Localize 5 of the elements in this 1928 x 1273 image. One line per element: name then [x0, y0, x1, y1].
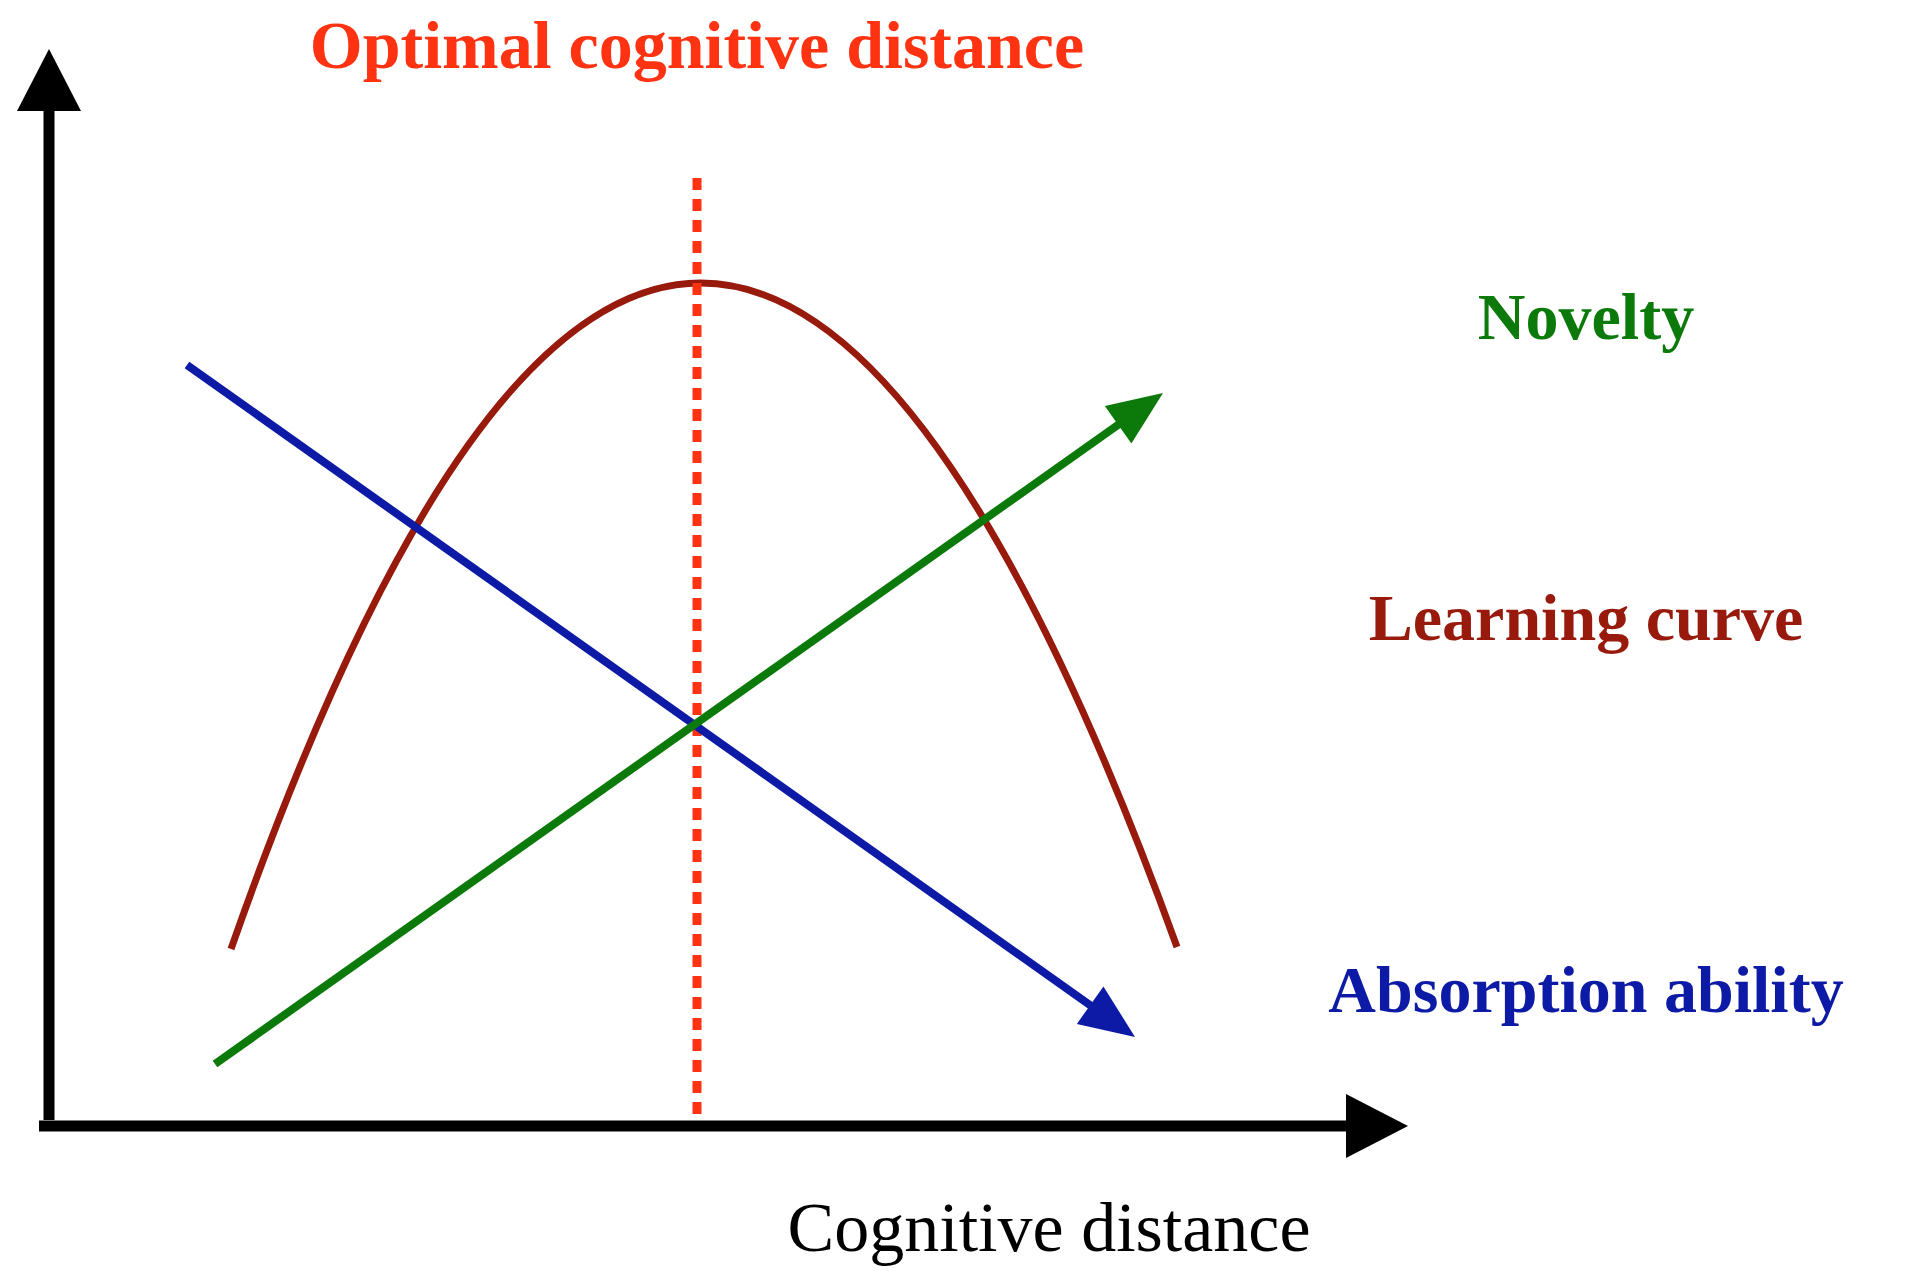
title: Optimal cognitive distance: [309, 7, 1085, 83]
curve-label: Novelty: [1477, 280, 1695, 354]
curve-label: Absorption ability: [1328, 953, 1844, 1027]
axis-label: Cognitive distance: [787, 1188, 1311, 1266]
curve-label: Learning curve: [1368, 581, 1804, 655]
